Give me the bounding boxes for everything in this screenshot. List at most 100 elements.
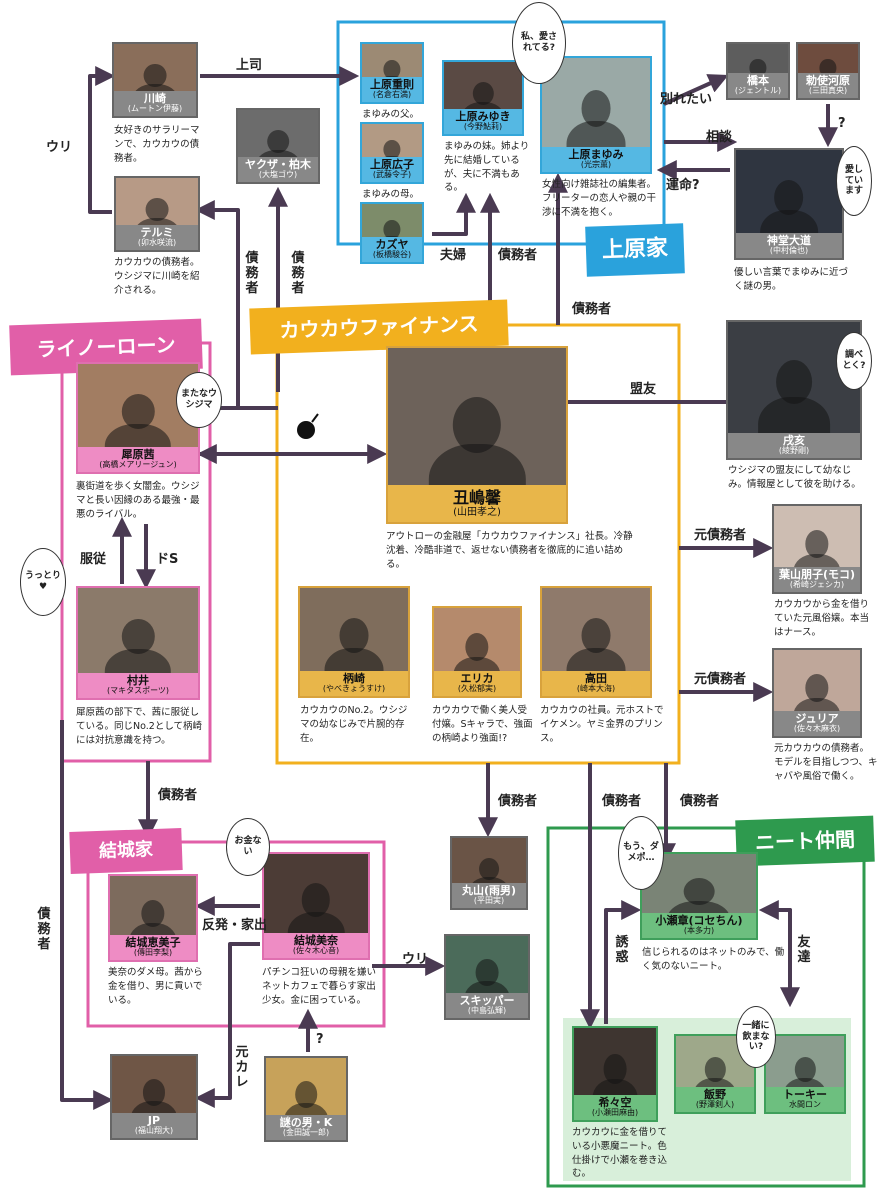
name-julia: ジュリア (795, 712, 839, 726)
actor-emiko: (傳田李梨) (133, 948, 173, 958)
name-miyuki: 上原みゆき (455, 110, 511, 124)
actor-skipper: (中島弘輝) (467, 1006, 507, 1016)
card-takada: 高田(崎本大海) (540, 586, 652, 698)
actor-kawasaki: (ムートン伊藤) (127, 104, 183, 114)
card-hashimoto: 橋本(ジェントル) (726, 42, 790, 100)
actor-teshigawara: (三田真央) (808, 86, 848, 96)
desc-shigenori: まゆみの父。 (362, 109, 420, 120)
desc-mina: パチンコ狂いの母親を嫌いネットカフェで暮らす家出少女。金に困っている。 (262, 967, 377, 1006)
rel-q-jindo: ? (838, 116, 846, 131)
bubble-uttori: うっとり♥ (20, 548, 66, 616)
desc-emiko: 美奈のダメ母。茜から金を借り、男に貢いでいる。 (108, 967, 203, 1006)
bubble-damepo: もう、ダメポ… (618, 816, 664, 890)
bubble-jindo: 愛しています (836, 146, 872, 216)
card-jp: JP(福山翔大) (110, 1054, 198, 1140)
card-toki: トーキー水間ロン (764, 1034, 846, 1114)
card-kazuya: カズヤ(板橋駿谷) (360, 202, 424, 264)
bubble-inui: 調べとく? (836, 332, 872, 390)
card-kose: 小瀬章(コセちん)(本多力) (640, 852, 758, 940)
card-miyuki: 上原みゆき(今野鮎莉) (442, 60, 524, 136)
name-kiku: 希々空 (598, 1096, 632, 1110)
rel-debtor-mayumi: 債務者 (572, 302, 612, 317)
actor-yakuza: (大塩ゴウ) (258, 170, 298, 180)
rel-breakup: 別れたい (660, 92, 713, 107)
desc-miyuki: まゆみの妹。姉より先に結婚しているが、夫に不満もある。 (444, 141, 530, 194)
rel-q-k: ? (316, 1032, 324, 1047)
actor-inui: (綾野剛) (778, 446, 810, 456)
name-hashimoto: 橋本 (747, 74, 769, 88)
card-maruyama: 丸山(雨男)(平田実) (450, 836, 528, 910)
name-takada: 高田 (585, 672, 607, 686)
name-shigenori: 上原重則 (370, 78, 414, 92)
card-murai: 村井(マキタスポーツ) (76, 586, 200, 700)
actor-hayama: (希崎ジェシカ) (789, 580, 845, 590)
actor-kiku: (小瀬田麻由) (591, 1108, 639, 1118)
banner-yuki: 結城家 (69, 828, 183, 874)
actor-hiroko: (武藤令子) (372, 170, 412, 180)
rel-consult: 相談 (706, 130, 733, 145)
rel-former-hayama: 元債務者 (694, 528, 747, 543)
rel-uri-kawasaki: ウリ (46, 140, 73, 155)
name-kawasaki: 川崎 (144, 92, 166, 106)
actor-kazuya: (板橋駿谷) (372, 250, 412, 260)
banner-uehara: 上原家 (585, 223, 685, 277)
actor-julia: (佐々木麻衣) (793, 724, 841, 734)
name-toki: トーキー (783, 1088, 827, 1102)
name-murai: 村井 (127, 674, 149, 688)
rel-debtor-terumi: 債務者 (245, 251, 259, 296)
actor-toki: 水間ロン (789, 1100, 821, 1110)
card-ushijima: 丑嶋馨(山田孝之) (386, 346, 568, 524)
name-iino: 飯野 (704, 1088, 726, 1102)
rel-debtor-maruyama: 債務者 (498, 794, 538, 809)
card-hayama: 葉山朋子(モコ)(希崎ジェシカ) (772, 504, 862, 594)
name-teshigawara: 勅使河原 (806, 74, 850, 88)
card-erika: エリカ(久松郁実) (432, 606, 522, 698)
bubble-matana: またなウシジマ (176, 372, 222, 428)
desc-ushijima: アウトローの金融屋「カウカウファイナンス」社長。冷静沈着、冷酷非道で、返せない債… (386, 531, 633, 570)
desc-takada: カウカウの社員。元ホストでイケメン。ヤミ金界のプリンス。 (540, 705, 664, 744)
name-jp: JP (147, 1114, 161, 1128)
bubble-mayumi: 私、愛されてる? (512, 2, 566, 84)
card-teshigawara: 勅使河原(三田真央) (796, 42, 860, 100)
actor-takada: (崎本大海) (576, 684, 616, 694)
name-inui: 戌亥 (783, 434, 805, 448)
name-ushijima: 丑嶋馨 (452, 488, 501, 508)
neet-frame (546, 826, 866, 1188)
bubble-issho: 一緒に飲まない? (736, 1006, 776, 1068)
actor-iino: (野澤剣人) (695, 1100, 735, 1110)
card-inui: 戌亥(綾野剛) (726, 320, 862, 460)
actor-jindo: (中村倫也) (769, 246, 809, 256)
name-kose: 小瀬章(コセちん) (655, 914, 743, 928)
actor-inuihara: (高橋メアリージュン) (99, 460, 177, 470)
desc-erika: カウカウで働く美人受付嬢。Sキャラで、強面の柄崎より強面!? (432, 705, 533, 744)
desc-kasaki: カウカウのNo.2。ウシジマの幼なじみで片腕的存在。 (300, 705, 408, 744)
rel-debtor-yakuza: 債務者 (291, 251, 305, 296)
card-k: 謎の男・K(金田誠一郎) (264, 1056, 348, 1142)
actor-ushijima: (山田孝之) (453, 507, 501, 518)
name-kasaki: 柄崎 (343, 672, 365, 686)
card-skipper: スキッパー(中島弘輝) (444, 934, 530, 1020)
rel-debtor-kiku: 債務者 (602, 794, 642, 809)
rel-friend: 友達 (797, 935, 811, 965)
desc-terumi: カウカウの債務者。ウシジマに川崎を紹介される。 (114, 257, 200, 296)
card-mina: 結城美奈(佐々木心音) (262, 852, 370, 960)
card-kiku: 希々空(小瀬田麻由) (572, 1026, 658, 1122)
rel-lure: 誘惑 (615, 935, 629, 965)
desc-kose: 信じられるのはネットのみで、働く気のないニート。 (642, 947, 785, 972)
rel-debtor-yuki: 債務者 (158, 788, 198, 803)
card-shigenori: 上原重則(名倉右満) (360, 42, 424, 104)
rel-ex: 元カレ (235, 1045, 249, 1090)
actor-erika: (久松郁実) (457, 684, 497, 694)
actor-terumi: (卯水咲流) (137, 238, 177, 248)
rel-debtor-jp: 債務者 (37, 907, 51, 952)
rel-ally: 盟友 (630, 382, 657, 397)
actor-mina: (佐々木心音) (292, 946, 340, 956)
desc-hiroko: まゆみの母。 (362, 189, 420, 200)
actor-kasaki: (やべきょうすけ) (322, 684, 386, 694)
actor-murai: (マキタスポーツ) (106, 686, 170, 696)
uehara-frame (336, 20, 666, 246)
actor-maruyama: (平田実) (473, 896, 505, 906)
card-jindo: 神堂大道(中村倫也) (734, 148, 844, 260)
desc-jindo: 優しい言葉でまゆみに近づく謎の男。 (734, 267, 849, 292)
rel-debtor-kose: 債務者 (680, 794, 720, 809)
